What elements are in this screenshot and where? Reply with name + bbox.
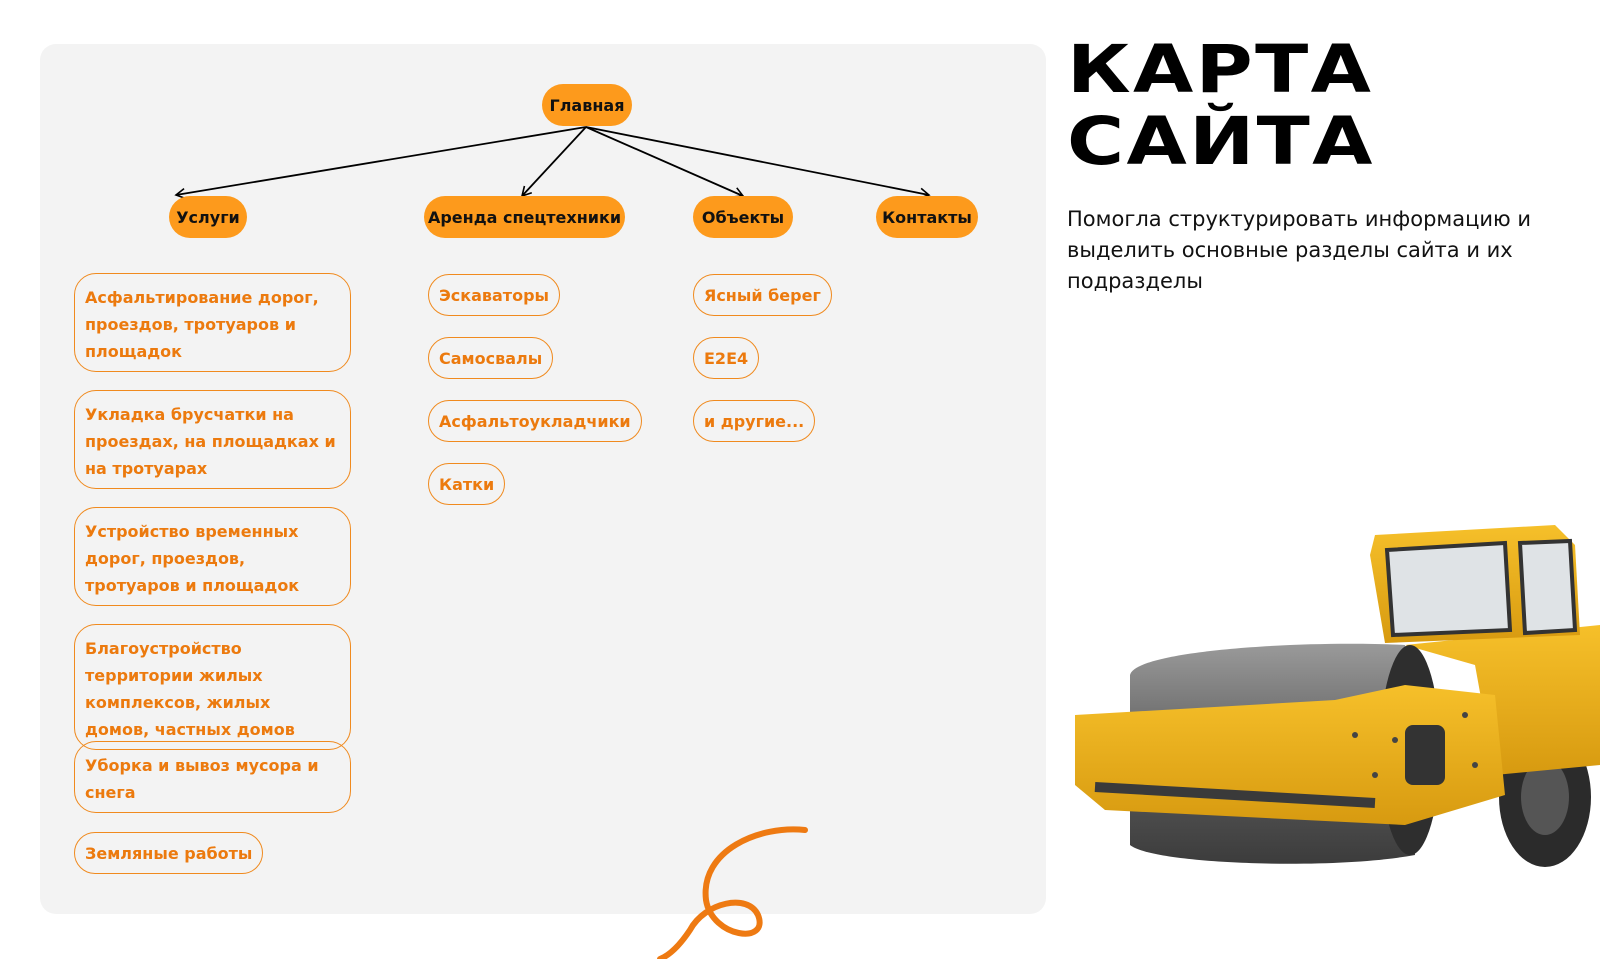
service-earthworks-label: Земляные работы (85, 843, 253, 863)
service-waste-removal[interactable]: Уборка и вывоз мусора и снега (74, 741, 351, 813)
service-temporary-roads[interactable]: Устройство временных дорог, проездов, тр… (74, 507, 351, 606)
service-paving-stones-label: Укладка брусчатки на проездах, на площад… (85, 405, 336, 478)
service-landscaping-label: Благоустройство территории жилых комплек… (85, 639, 295, 739)
node-contacts-label: Контакты (882, 207, 972, 227)
node-services[interactable]: Услуги (169, 196, 247, 238)
rental-dump-trucks-label: Самосвалы (439, 348, 543, 368)
rental-dump-trucks[interactable]: Самосвалы (428, 337, 554, 379)
service-landscaping[interactable]: Благоустройство территории жилых комплек… (74, 624, 351, 750)
service-waste-removal-label: Уборка и вывоз мусора и снега (85, 756, 319, 802)
rental-rollers-label: Катки (439, 474, 495, 494)
rental-excavators[interactable]: Эскаваторы (428, 274, 560, 316)
service-asphalting[interactable]: Асфальтирование дорог, проездов, тротуар… (74, 273, 351, 372)
title-line-1: КАРТА (1067, 31, 1374, 108)
node-objects[interactable]: Объекты (693, 196, 793, 238)
node-rental-label: Аренда спецтехники (427, 207, 622, 227)
node-rental[interactable]: Аренда спецтехники (424, 196, 625, 238)
object-others[interactable]: и другие... (693, 400, 816, 442)
node-main-label: Главная (549, 95, 625, 115)
rental-rollers[interactable]: Катки (428, 463, 506, 505)
object-e2e4-label: E2E4 (704, 348, 749, 368)
node-services-label: Услуги (176, 207, 240, 227)
object-e2e4[interactable]: E2E4 (693, 337, 760, 379)
service-earthworks[interactable]: Земляные работы (74, 832, 264, 874)
node-main[interactable]: Главная (542, 84, 632, 126)
service-asphalting-label: Асфальтирование дорог, проездов, тротуар… (85, 288, 319, 361)
node-objects-label: Объекты (701, 207, 785, 227)
object-yasny-bereg[interactable]: Ясный берег (693, 274, 832, 316)
rental-asphalt-pavers-label: Асфальтоукладчики (439, 411, 631, 431)
service-temporary-roads-label: Устройство временных дорог, проездов, тр… (85, 522, 300, 595)
service-paving-stones[interactable]: Укладка брусчатки на проездах, на площад… (74, 390, 351, 489)
road-roller-image (1075, 525, 1600, 867)
object-others-label: и другие... (704, 411, 805, 431)
node-contacts[interactable]: Контакты (876, 196, 978, 238)
rental-asphalt-pavers[interactable]: Асфальтоукладчики (428, 400, 642, 442)
page-title: КАРТА САЙТА (1067, 34, 1375, 178)
description: Помогла структурировать информацию и выд… (1067, 207, 1532, 293)
title-line-2: САЙТА (1067, 103, 1375, 180)
object-yasny-bereg-label: Ясный берег (704, 285, 821, 305)
rental-excavators-label: Эскаваторы (439, 285, 549, 305)
